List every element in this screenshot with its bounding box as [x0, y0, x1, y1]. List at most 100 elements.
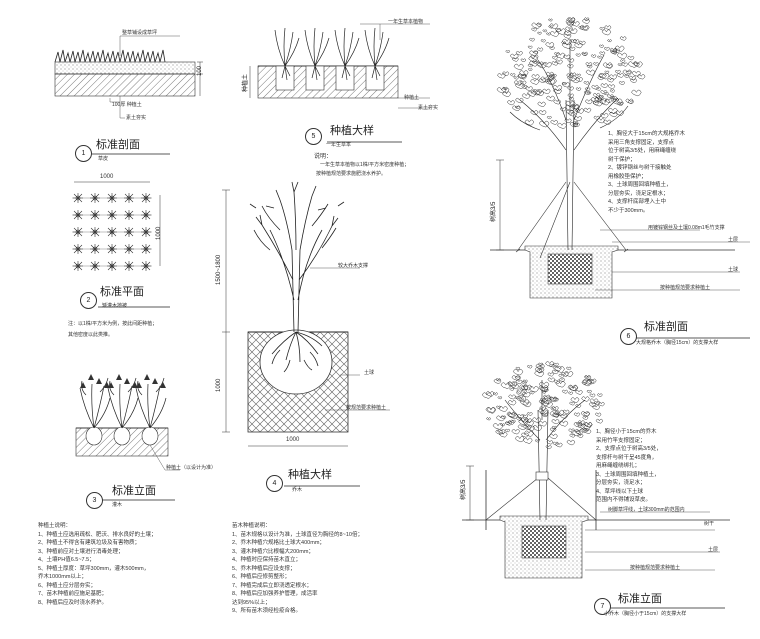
detail6-section — [490, 17, 750, 299]
foliage-cluster — [514, 105, 521, 110]
d5-label3: 素土夯实 — [418, 105, 439, 111]
foliage-cluster — [549, 363, 555, 368]
foliage-cluster — [631, 89, 642, 97]
foliage-cluster — [511, 429, 520, 435]
foliage-cluster — [603, 46, 610, 51]
d6-note: 位于树高3/5处，用麻绳缠绕 — [608, 148, 677, 154]
foliage-cluster — [531, 22, 542, 29]
foliage-cluster — [546, 32, 551, 36]
d7-note: 用麻绳缠绕绑扎； — [596, 463, 641, 469]
foliage-cluster — [549, 30, 560, 37]
foliage-cluster — [530, 78, 540, 85]
foliage-cluster — [531, 27, 538, 32]
foliage-cluster — [599, 98, 610, 106]
foliage-cluster — [618, 101, 624, 106]
d1-dim-h: 100 — [197, 65, 203, 76]
foliage-cluster — [567, 75, 577, 82]
foliage-cluster — [558, 373, 565, 378]
foliage-cluster — [516, 417, 523, 421]
notes-left-item: 7、苗木种植前应施足基肥； — [38, 591, 108, 597]
d5-note1: 一年生草本植物以1株/平方米密度种植； — [320, 162, 410, 168]
foliage-cluster — [624, 74, 630, 78]
foliage-cluster — [561, 389, 568, 394]
foliage-cluster — [598, 44, 604, 48]
foliage-cluster — [527, 68, 533, 72]
notes-right-item: 达到95%以上； — [232, 599, 271, 606]
d2-title: 标准平面 — [100, 286, 144, 298]
foliage-cluster — [570, 77, 580, 84]
foliage-cluster — [597, 55, 602, 59]
foliage-cluster — [498, 406, 508, 412]
d4-dim-w: 1000 — [286, 437, 300, 443]
d7-title: 标准立面 — [618, 593, 662, 605]
foliage-cluster — [568, 97, 575, 101]
foliage-cluster — [631, 70, 641, 77]
foliage-cluster — [514, 396, 520, 400]
foliage-cluster — [596, 393, 603, 397]
foliage-cluster — [498, 432, 508, 438]
foliage-cluster — [583, 107, 592, 113]
foliage-cluster — [561, 41, 566, 45]
foliage-cluster — [577, 420, 585, 425]
foliage-cluster — [521, 85, 528, 89]
d6-note: 不少于300mm。 — [608, 207, 649, 214]
foliage-cluster — [519, 70, 529, 77]
foliage-cluster — [505, 421, 512, 426]
foliage-cluster — [553, 397, 559, 402]
foliage-cluster — [579, 24, 590, 31]
d6-note: 分层夯实，浇足定根水； — [608, 190, 669, 197]
notes-right-item: 8、种植后应加强养护管理，成活率 — [232, 591, 318, 597]
foliage-cluster — [538, 78, 547, 84]
foliage-cluster — [568, 28, 578, 35]
foliage-cluster — [549, 411, 560, 418]
d1-label-soil: 100厚 种植土 — [112, 102, 142, 108]
foliage-cluster — [496, 405, 501, 409]
d7-note: 1、胸径小于15cm的乔木 — [596, 429, 657, 435]
foliage-cluster — [570, 430, 582, 437]
d2-dim-w: 1000 — [100, 174, 114, 180]
foliage-cluster — [571, 21, 580, 27]
foliage-cluster — [497, 396, 503, 400]
foliage-cluster — [599, 72, 610, 80]
foliage-cluster — [566, 64, 574, 69]
foliage-cluster — [570, 103, 580, 110]
foliage-cluster — [589, 393, 596, 398]
foliage-cluster — [601, 29, 612, 36]
foliage-cluster — [586, 64, 593, 69]
d7-notes: 1、胸径小于15cm的乔木 采用竹竿支撑固定； 2、支撑点位于树高3/5处， 支… — [596, 428, 662, 505]
foliage-cluster — [513, 80, 523, 86]
d7-note: 4、草坪线以下土球 — [596, 488, 644, 495]
foliage-cluster — [511, 375, 521, 381]
d1-title: 标准剖面 — [96, 139, 140, 151]
foliage-cluster — [565, 26, 573, 32]
foliage-cluster — [542, 401, 553, 408]
d6-label4: 土层 — [728, 237, 739, 243]
foliage-cluster — [575, 53, 581, 57]
foliage-cluster — [521, 432, 529, 438]
foliage-cluster — [525, 420, 534, 426]
foliage-cluster — [599, 26, 605, 31]
foliage-cluster — [583, 428, 589, 432]
d5-note2: 按种植规范要求施肥浇水养护。 — [316, 171, 387, 177]
foliage-cluster — [535, 61, 544, 67]
d7-note: 3、土球周围回填种植土， — [596, 471, 660, 478]
foliage-cluster — [574, 42, 583, 49]
foliage-cluster — [599, 112, 609, 119]
d6-note: 1、胸径大于15cm的大规格乔木 — [608, 131, 686, 137]
foliage-cluster — [529, 50, 539, 57]
d7-number-badge: 7 — [594, 598, 611, 615]
foliage-cluster — [531, 74, 540, 80]
foliage-cluster — [515, 50, 523, 56]
title-underlines — [92, 141, 750, 609]
notes-right-item: 9、所有苗木须经检疫合格。 — [232, 608, 302, 614]
foliage-cluster — [550, 73, 557, 78]
foliage-cluster — [597, 97, 607, 104]
foliage-cluster — [526, 365, 533, 369]
foliage-cluster — [509, 73, 516, 77]
foliage-cluster — [504, 428, 511, 433]
foliage-cluster — [492, 392, 498, 396]
foliage-cluster — [537, 101, 546, 107]
foliage-cluster — [528, 385, 539, 393]
foliage-cluster — [561, 82, 567, 86]
